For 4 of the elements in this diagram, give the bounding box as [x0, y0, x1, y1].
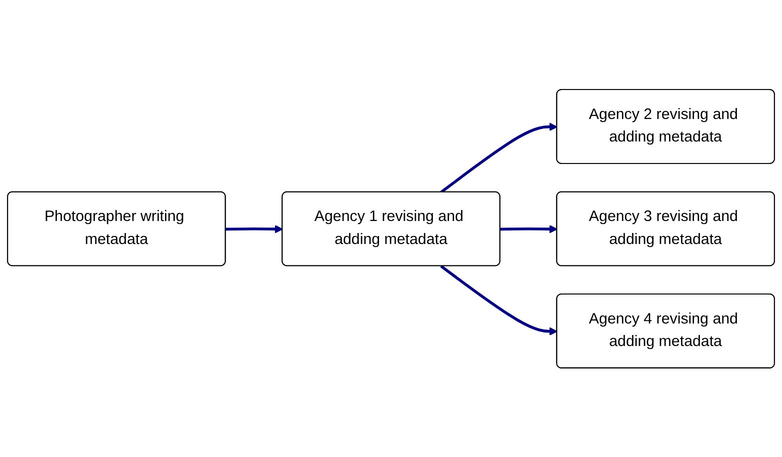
- arrow: [500, 224, 558, 233]
- arrow: [440, 264, 558, 336]
- arrow: [226, 224, 283, 233]
- arrow: [440, 122, 558, 194]
